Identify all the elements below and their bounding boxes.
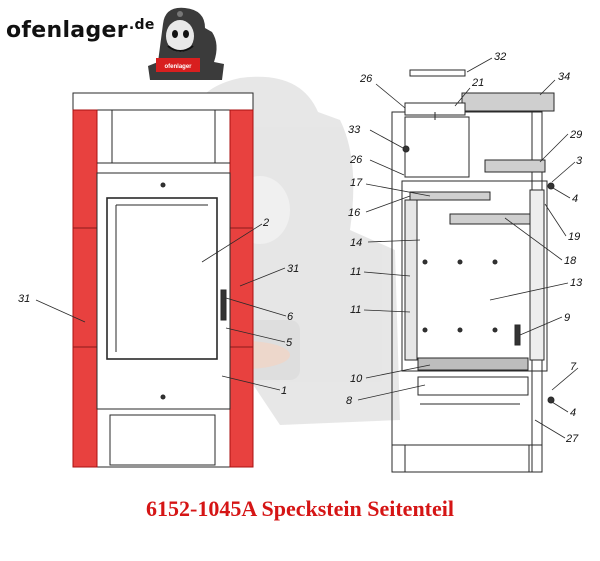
callout-8: 8 — [346, 395, 353, 407]
callout-29: 29 — [569, 129, 582, 141]
callout-3: 3 — [576, 155, 583, 167]
callout-2: 2 — [262, 217, 269, 229]
callout-31-left: 31 — [18, 293, 30, 305]
callout-31-right: 31 — [287, 263, 299, 275]
mascot-sign-text: ofenlager — [164, 64, 192, 70]
callout-6: 6 — [287, 311, 294, 323]
callout-26-top: 26 — [359, 73, 373, 85]
callout-18: 18 — [564, 255, 577, 267]
side-panel-left-highlight — [72, 109, 98, 468]
callout-1: 1 — [281, 385, 287, 397]
callout-33: 33 — [348, 124, 361, 136]
product-caption: 6152-1045A Speckstein Seitenteil — [146, 496, 454, 521]
callout-21: 21 — [471, 77, 484, 89]
callout-19: 19 — [568, 231, 580, 243]
callout-7: 7 — [570, 361, 577, 373]
callout-5: 5 — [286, 337, 293, 349]
section-view-leaders — [357, 57, 579, 439]
front-view-leaders — [35, 223, 287, 391]
callout-4-top: 4 — [572, 193, 578, 205]
section-view-callouts: 32 26 21 34 33 29 26 3 17 4 16 19 14 18 … — [346, 51, 583, 445]
callout-27: 27 — [565, 433, 579, 445]
brand-tld: .de — [128, 17, 155, 33]
callout-4-bottom: 4 — [570, 407, 576, 419]
callout-10: 10 — [350, 373, 363, 385]
front-view — [72, 92, 254, 468]
callout-16: 16 — [348, 207, 361, 219]
brand-name: ofenlager — [6, 18, 128, 43]
section-view — [391, 69, 555, 473]
callout-13: 13 — [570, 277, 583, 289]
front-view-callouts: 2 31 6 5 1 31 — [18, 217, 299, 397]
callout-11-lower: 11 — [350, 304, 361, 316]
side-panel-right-highlight — [229, 109, 254, 468]
callout-14: 14 — [350, 237, 362, 249]
brand-logo[interactable]: ofenlager.de — [6, 17, 155, 43]
callout-26-mid: 26 — [349, 154, 363, 166]
callout-32: 32 — [494, 51, 506, 63]
callout-17: 17 — [350, 177, 363, 189]
callout-34: 34 — [558, 71, 570, 83]
callout-11-upper: 11 — [350, 266, 361, 278]
stove-mascot-icon: ofenlager — [148, 7, 224, 80]
callout-9: 9 — [564, 312, 570, 324]
